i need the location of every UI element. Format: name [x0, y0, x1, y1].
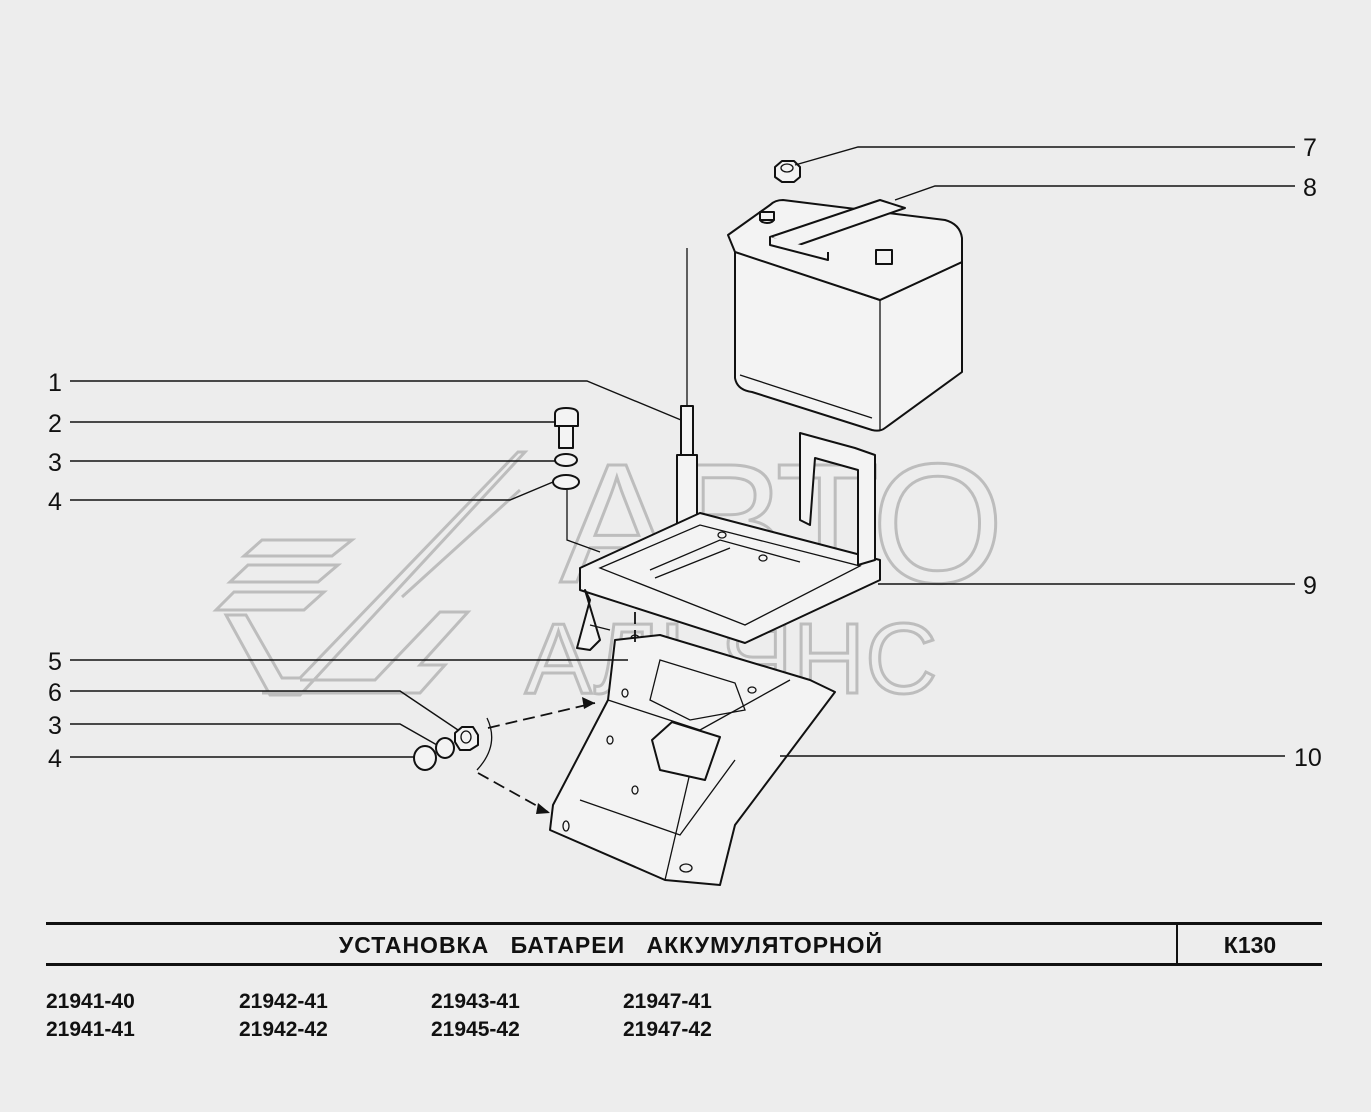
- assembly-arrow-lower: [477, 772, 549, 813]
- title-divider: [1176, 925, 1178, 963]
- callout-6: 6: [48, 679, 62, 707]
- washer-3-bottom: [435, 737, 455, 759]
- assembly-arrow-upper: [487, 702, 596, 729]
- model-item: 21941-40: [46, 990, 135, 1013]
- callout-4b: 4: [48, 745, 62, 773]
- callout-8: 8: [1303, 174, 1317, 202]
- callout-4: 4: [48, 488, 62, 516]
- washer-3-top: [554, 453, 578, 467]
- diagram-code: К130: [1223, 932, 1277, 958]
- model-item: 21945-42: [431, 1018, 520, 1041]
- model-list: 21941-40 21941-41 21942-41 21942-42 2194…: [46, 990, 826, 1050]
- callout-9: 9: [1303, 572, 1317, 600]
- nut-7: [774, 160, 801, 183]
- nut-6: [454, 726, 479, 751]
- model-item: 21942-42: [239, 1018, 328, 1041]
- arrow-head-upper: [582, 697, 595, 709]
- model-item: 21941-41: [46, 1018, 135, 1041]
- hold-down-rod: [676, 248, 698, 549]
- title-bar: УСТАНОВКА БАТАРЕИ АККУМУЛЯТОРНОЙ К130: [46, 922, 1322, 966]
- leader-lines: [70, 146, 1295, 758]
- callout-10: 10: [1294, 744, 1322, 772]
- model-item: 21947-42: [623, 1018, 712, 1041]
- battery-installation-diagram: АВТО АЛЬЯНС: [48, 134, 1322, 886]
- callout-3b: 3: [48, 712, 62, 740]
- callout-3: 3: [48, 449, 62, 477]
- model-item: 21943-41: [431, 990, 520, 1013]
- tray-bracket: [549, 634, 836, 886]
- callout-7: 7: [1303, 134, 1317, 162]
- washer-4-top: [552, 474, 580, 490]
- model-item: 21947-41: [623, 990, 712, 1013]
- washer-4-bottom: [413, 745, 437, 771]
- diagram-title: УСТАНОВКА БАТАРЕИ АККУМУЛЯТОРНОЙ: [338, 932, 884, 958]
- battery-tray: [566, 432, 881, 651]
- watermark-logo: [212, 450, 529, 697]
- arrow-head-lower: [536, 803, 550, 814]
- arrow-arc: [476, 717, 493, 771]
- battery: [727, 199, 963, 432]
- callout-5: 5: [48, 648, 62, 676]
- callout-1: 1: [48, 369, 62, 397]
- bolt-2: [554, 407, 579, 449]
- callout-2: 2: [48, 410, 62, 438]
- model-item: 21942-41: [239, 990, 328, 1013]
